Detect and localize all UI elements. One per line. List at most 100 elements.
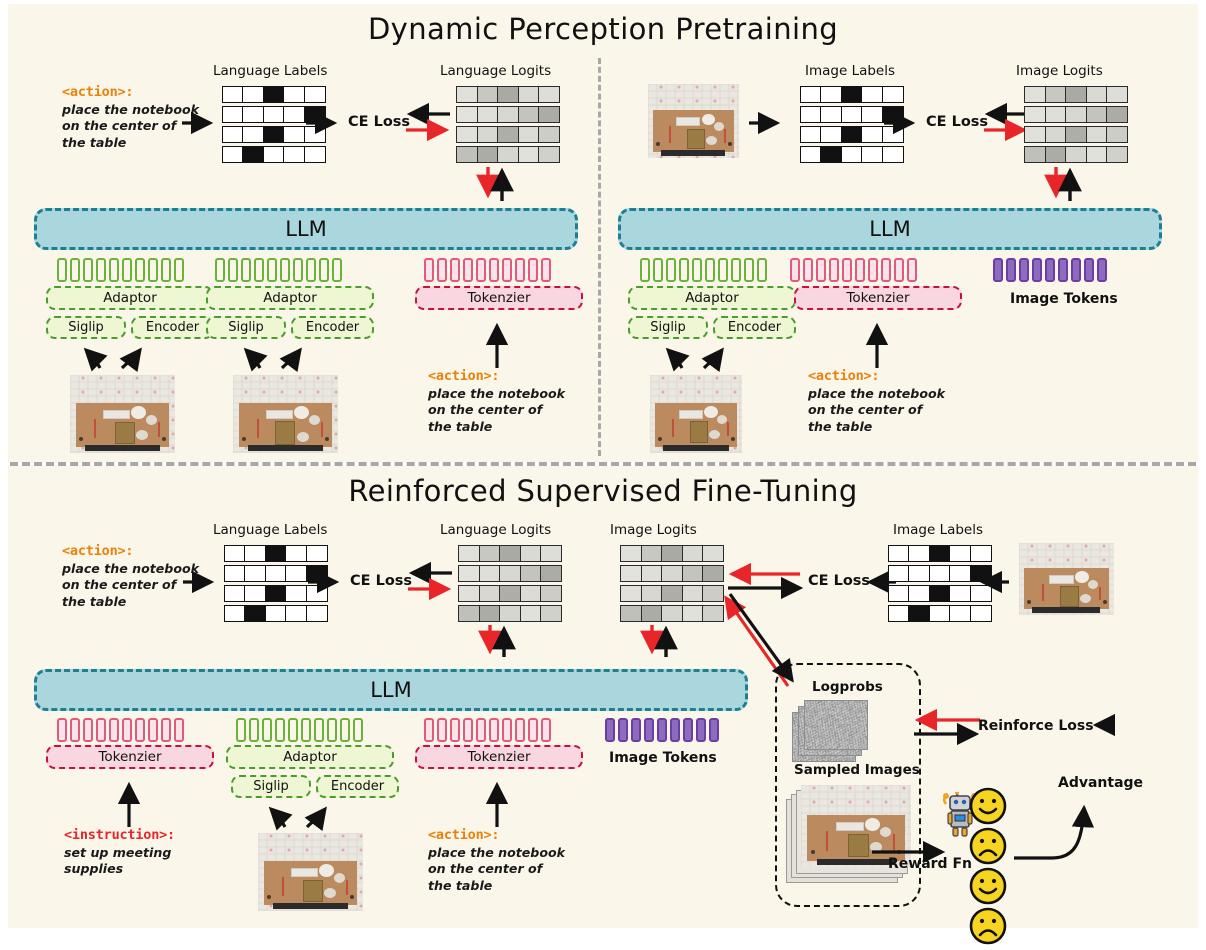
action-text: place the notebookon the center ofthe ta… — [808, 386, 983, 435]
label-cell — [224, 605, 246, 622]
label-cell — [820, 146, 842, 163]
logit-cell — [479, 585, 501, 602]
arrow-prompt-to-labels-bl — [183, 575, 219, 589]
label-cell — [283, 86, 305, 103]
token-square — [993, 258, 1003, 282]
logit-cell — [540, 565, 562, 582]
token-square — [476, 718, 486, 742]
token-square — [528, 718, 538, 742]
token-square — [657, 718, 667, 742]
happy-face-icon — [968, 866, 1008, 906]
arrow-imagelogits-llm-br — [645, 623, 685, 663]
label-cell — [285, 605, 307, 622]
siglip-box-tr: Siglip — [628, 316, 708, 339]
action-tag: <action>: — [808, 368, 983, 384]
token-square — [515, 258, 525, 282]
logit-cell — [661, 605, 683, 622]
language-logits-grid-bl — [458, 545, 561, 625]
label-cell — [244, 585, 266, 602]
label-cell — [285, 585, 307, 602]
caption-image-labels-br: Image Labels — [893, 522, 983, 538]
token-square — [744, 258, 754, 282]
logit-cell — [1045, 126, 1067, 143]
token-square — [424, 258, 434, 282]
token-square — [816, 258, 826, 282]
arrow-labels-to-celoss-tr — [884, 116, 920, 130]
logit-cell — [456, 146, 478, 163]
tokenizer-box-bl1: Tokenzier — [46, 745, 214, 769]
arrow-scene-to-siglip-bl — [265, 803, 291, 829]
logit-cell — [456, 86, 478, 103]
siglip-box-tl2: Siglip — [206, 316, 286, 339]
arrow-action-to-tokenizer-tl — [490, 320, 504, 372]
arrow-scene-to-siglip-tl2 — [240, 344, 266, 370]
token-square — [262, 718, 272, 742]
token-square — [894, 258, 904, 282]
logit-grid-row — [1024, 146, 1127, 163]
logit-cell — [538, 146, 560, 163]
label-cell — [800, 86, 822, 103]
token-square — [327, 718, 337, 742]
label-cell — [841, 86, 863, 103]
token-square — [683, 718, 693, 742]
ce-loss-label-tr: CE Loss — [926, 114, 988, 130]
token-square — [515, 718, 525, 742]
caption-image-labels-tr: Image Labels — [805, 63, 895, 79]
logit-cell — [1065, 146, 1087, 163]
ce-loss-label-tl: CE Loss — [348, 114, 410, 130]
label-grid-row — [224, 605, 326, 622]
happy-face-icon — [968, 786, 1008, 826]
logit-cell — [1024, 146, 1046, 163]
logit-cell — [641, 605, 663, 622]
arrow-scene-to-imagelabels-br — [979, 575, 1015, 589]
label-cell — [306, 545, 328, 562]
arrow-scene-to-siglip-tr — [662, 344, 688, 370]
token-square — [528, 258, 538, 282]
llm-box-top-right: LLM — [618, 208, 1162, 250]
arrow-advantage-to-reinforce — [1092, 718, 1116, 732]
label-cell — [222, 126, 244, 143]
token-square — [907, 258, 917, 282]
arrow-logits-llm-tr — [1049, 165, 1089, 205]
logit-grid-row — [458, 605, 561, 622]
scene-image-tl1 — [70, 375, 175, 453]
token-square — [1045, 258, 1055, 282]
token-square — [541, 718, 551, 742]
label-cell — [908, 605, 930, 622]
token-square — [353, 718, 363, 742]
tokenizer-box-tl: Tokenzier — [415, 286, 583, 310]
token-square — [670, 718, 680, 742]
token-square — [135, 718, 145, 742]
logit-grid-row — [456, 126, 559, 143]
label-cell — [285, 545, 307, 562]
token-square — [790, 258, 800, 282]
scene-image-tr — [650, 375, 742, 453]
token-square — [340, 718, 350, 742]
label-cell — [908, 565, 930, 582]
instruction-tag: <instruction>: — [64, 827, 239, 843]
logit-grid-row — [458, 585, 561, 602]
label-grid-row — [888, 605, 990, 622]
label-cell — [882, 86, 904, 103]
logit-cell — [1086, 86, 1108, 103]
label-grid-row — [222, 86, 324, 103]
token-square — [1084, 258, 1094, 282]
token-square — [696, 718, 706, 742]
token-strip-green-bl — [236, 718, 366, 742]
label-cell — [222, 146, 244, 163]
token-square — [1032, 258, 1042, 282]
logit-cell — [479, 605, 501, 622]
logit-grid-row — [458, 545, 561, 562]
token-square — [502, 718, 512, 742]
label-cell — [949, 545, 971, 562]
label-cell — [888, 545, 910, 562]
action-tag: <action>: — [62, 84, 237, 100]
token-square — [605, 718, 615, 742]
encoder-box-tr: Encoder — [713, 316, 796, 339]
label-cell — [283, 106, 305, 123]
label-cell — [861, 86, 883, 103]
token-square — [288, 718, 298, 742]
token-square — [437, 718, 447, 742]
token-square — [228, 258, 238, 282]
token-square — [476, 258, 486, 282]
